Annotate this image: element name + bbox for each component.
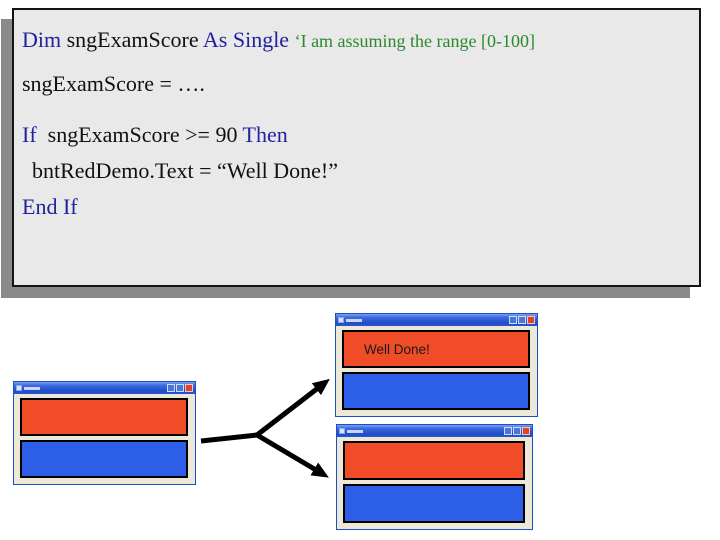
blue-demo-button[interactable] <box>343 484 525 523</box>
keyword-dim: Dim <box>22 27 67 52</box>
red-demo-button[interactable]: Well Done! <box>342 330 530 368</box>
titlebar-left <box>16 385 40 391</box>
titlebar-buttons <box>509 316 535 324</box>
code-line-dim: Dim sngExamScore As Single ‘I am assumin… <box>14 27 699 54</box>
window-titlebar[interactable] <box>337 425 532 437</box>
window-icon <box>339 428 345 434</box>
keyword-if: If <box>22 122 48 147</box>
keyword-end-if: End If <box>22 194 78 219</box>
form-window-true-result: Well Done! <box>335 313 538 417</box>
titlebar-buttons <box>167 384 193 392</box>
code-comment: ‘I am assuming the range [0-100] <box>294 31 536 51</box>
blue-demo-button[interactable] <box>342 372 530 410</box>
if-condition: sngExamScore >= 90 <box>47 122 243 147</box>
if-body-text: bntRedDemo.Text = “Well Done!” <box>32 158 339 183</box>
assignment-text: sngExamScore = …. <box>22 71 205 96</box>
minimize-button[interactable] <box>509 316 517 324</box>
arrow-stem <box>200 432 258 444</box>
titlebar-buttons <box>504 427 530 435</box>
titlebar-left <box>339 428 363 434</box>
window-titlebar[interactable] <box>336 314 537 326</box>
keyword-then: Then <box>242 122 288 147</box>
maximize-button[interactable] <box>518 316 526 324</box>
window-titlebar[interactable] <box>14 382 195 394</box>
blue-demo-button[interactable] <box>20 440 188 478</box>
code-line-assignment: sngExamScore = …. <box>14 71 699 97</box>
form-window-false-result <box>336 424 533 530</box>
window-title-text <box>24 386 40 390</box>
code-line-endif: End If <box>14 194 699 220</box>
red-demo-button[interactable] <box>343 441 525 480</box>
form-window-before <box>13 381 196 485</box>
window-title-text <box>346 318 362 322</box>
code-line-if: If sngExamScore >= 90 Then <box>14 122 699 148</box>
titlebar-left <box>338 317 362 323</box>
code-panel: Dim sngExamScore As Single ‘I am assumin… <box>12 8 701 287</box>
identifier-sngexamscore: sngExamScore <box>66 27 203 52</box>
arrow-to-true-branch <box>255 378 330 437</box>
minimize-button[interactable] <box>504 427 512 435</box>
minimize-button[interactable] <box>167 384 175 392</box>
form-body <box>14 394 195 484</box>
close-button[interactable] <box>185 384 193 392</box>
window-icon <box>16 385 22 391</box>
window-title-text <box>347 429 363 433</box>
form-body <box>337 437 532 529</box>
red-demo-button[interactable] <box>20 398 188 436</box>
maximize-button[interactable] <box>176 384 184 392</box>
keyword-as-single: As Single <box>202 27 295 52</box>
arrow-to-false-branch <box>255 432 329 478</box>
form-body: Well Done! <box>336 326 537 416</box>
maximize-button[interactable] <box>513 427 521 435</box>
close-button[interactable] <box>527 316 535 324</box>
code-line-body: bntRedDemo.Text = “Well Done!” <box>14 158 699 184</box>
close-button[interactable] <box>522 427 530 435</box>
window-icon <box>338 317 344 323</box>
